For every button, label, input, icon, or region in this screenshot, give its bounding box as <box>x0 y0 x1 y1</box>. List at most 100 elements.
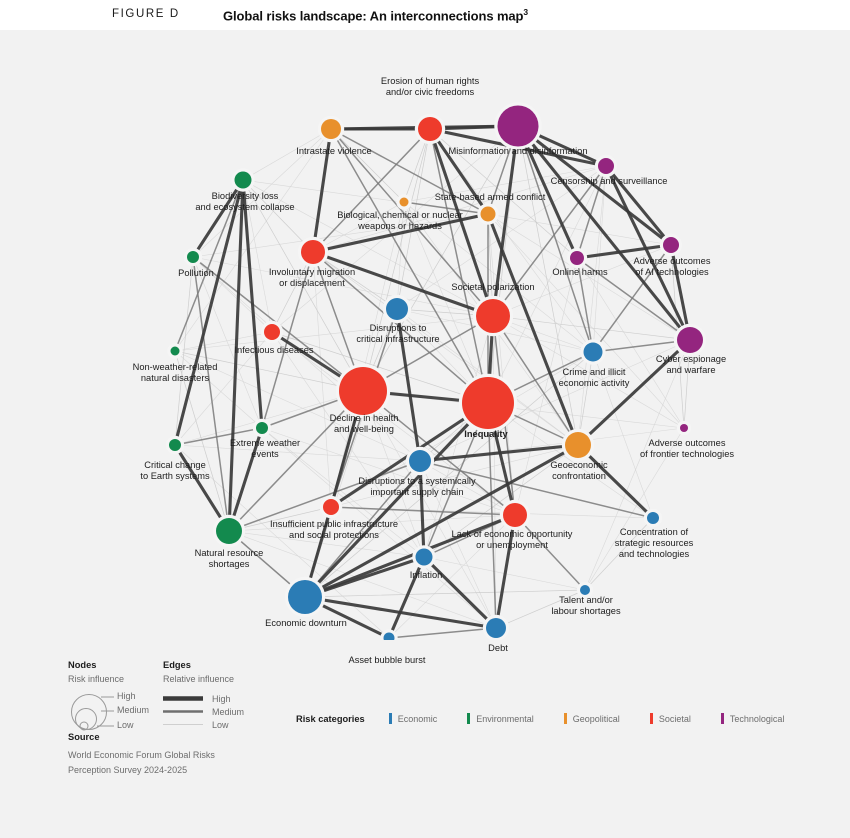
nodes-legend-level-medium: Medium <box>117 705 150 715</box>
edges-legend: Edges Relative influence High Medium Low <box>163 660 244 731</box>
network-edge <box>330 128 405 203</box>
network-edge-faint <box>174 315 494 352</box>
network-node-insufficient[interactable] <box>323 499 339 515</box>
risk-category-color-swatch <box>649 713 653 724</box>
network-edge <box>362 125 519 392</box>
network-edge <box>395 307 422 463</box>
network-edge <box>584 517 654 591</box>
edge-low-swatch <box>163 724 203 725</box>
network-node-talent[interactable] <box>580 585 590 595</box>
network-edge <box>517 125 579 446</box>
network-node-polarization[interactable] <box>476 299 510 333</box>
network-edge-faint <box>271 331 516 516</box>
network-edge-faint <box>192 256 494 317</box>
network-edge <box>418 459 426 559</box>
network-edge-faint <box>419 339 691 462</box>
network-svg <box>165 102 707 641</box>
network-node-inequality[interactable] <box>462 377 514 429</box>
network-node-inflation[interactable] <box>415 548 433 566</box>
network-edge-faint <box>362 390 497 629</box>
network-edge-faint <box>242 179 494 317</box>
network-edge <box>516 124 579 260</box>
network-node-crime[interactable] <box>583 342 603 362</box>
network-edge-faint <box>592 165 607 353</box>
network-node-statebased[interactable] <box>480 206 496 222</box>
edges-legend-row-medium: Medium <box>163 705 244 718</box>
risk-category-color-swatch <box>720 713 724 724</box>
network-edge <box>517 125 594 353</box>
network-node-infectious[interactable] <box>264 324 280 340</box>
nodes-legend-level-low: Low <box>117 720 134 730</box>
edges-legend-subheading: Relative influence <box>163 674 235 684</box>
risk-category-technological: Technological <box>720 713 784 724</box>
risk-category-environmental: Environmental <box>467 713 534 724</box>
network-node-debt[interactable] <box>486 618 506 638</box>
network-node-aioutcomes[interactable] <box>663 237 679 253</box>
source-line-2: Perception Survey 2024-2025 <box>68 765 188 775</box>
network-node-censorship[interactable] <box>598 158 614 174</box>
network-edge-faint <box>312 251 579 446</box>
network-edge-faint <box>192 256 421 462</box>
network-edge <box>330 128 489 404</box>
network-edge <box>388 627 497 639</box>
network-edge <box>228 460 421 532</box>
network-node-biodiversity[interactable] <box>234 171 252 189</box>
network-node-lackeconomic[interactable] <box>503 503 527 527</box>
risk-category-color-swatch <box>563 713 567 724</box>
network-edge-faint <box>228 530 425 558</box>
risk-category-label: Economic <box>397 713 438 724</box>
network-node-pollution[interactable] <box>187 251 199 263</box>
network-edge <box>492 165 607 317</box>
network-edge <box>242 179 314 253</box>
edges-legend-row-low: Low <box>163 718 244 731</box>
network-edge <box>428 127 490 216</box>
network-edge <box>311 127 333 254</box>
nodes-legend-level-high: High <box>117 691 136 701</box>
network-node-criticalearth[interactable] <box>169 439 181 451</box>
network-node-cyber[interactable] <box>677 327 703 353</box>
network-node-declinehealth[interactable] <box>339 367 387 415</box>
network-edge-faint <box>388 514 516 639</box>
network-node-downturn[interactable] <box>288 580 322 614</box>
network-edge-faint <box>487 213 685 429</box>
network-edge <box>174 350 230 532</box>
network-node-concentration[interactable] <box>647 512 659 524</box>
network-node-intrastate[interactable] <box>321 119 341 139</box>
network-edge-faint <box>174 350 421 462</box>
network-edge-faint <box>312 251 332 508</box>
network-node-assetbubble[interactable] <box>383 632 395 641</box>
network-node-onlineharms[interactable] <box>570 251 584 265</box>
network-edge <box>330 128 489 215</box>
network-edge-faint <box>261 427 497 629</box>
network-edge <box>419 460 654 519</box>
network-node-natresource[interactable] <box>216 518 242 544</box>
network-node-frontiertech[interactable] <box>680 424 688 432</box>
source-block: Source World Economic Forum Global Risks… <box>68 732 368 778</box>
network-node-extremeweather[interactable] <box>256 422 268 434</box>
risk-category-label: Societal <box>658 713 691 724</box>
network-node-migration[interactable] <box>301 240 325 264</box>
network-edge <box>191 178 245 259</box>
network-edge-faint <box>174 350 263 429</box>
nodes-legend-heading: Nodes <box>68 660 97 670</box>
network-edge <box>261 251 314 429</box>
network-node-erosion[interactable] <box>418 117 442 141</box>
edge-medium-swatch <box>163 710 203 713</box>
network-node-nonweather[interactable] <box>170 346 180 356</box>
network-edge <box>576 165 607 259</box>
network-node-misinfo[interactable] <box>497 105 539 147</box>
network-edge-faint <box>312 201 405 253</box>
network-node-disruptinfra[interactable] <box>386 298 408 320</box>
network-edge <box>495 589 586 629</box>
network-edge <box>428 127 495 318</box>
edges-legend-row-high: High <box>163 692 244 705</box>
network-node-bioweapons[interactable] <box>399 197 409 207</box>
network-edge <box>516 124 692 342</box>
network-edge <box>173 443 231 533</box>
network-node-geoeconomic[interactable] <box>565 432 591 458</box>
page-title: Global risks landscape: An interconnecti… <box>223 7 528 23</box>
network-node-supplychain[interactable] <box>409 450 431 472</box>
risk-category-societal: Societal <box>649 713 691 724</box>
network-edge <box>330 128 494 317</box>
figure-title-superscript: 3 <box>523 7 529 17</box>
